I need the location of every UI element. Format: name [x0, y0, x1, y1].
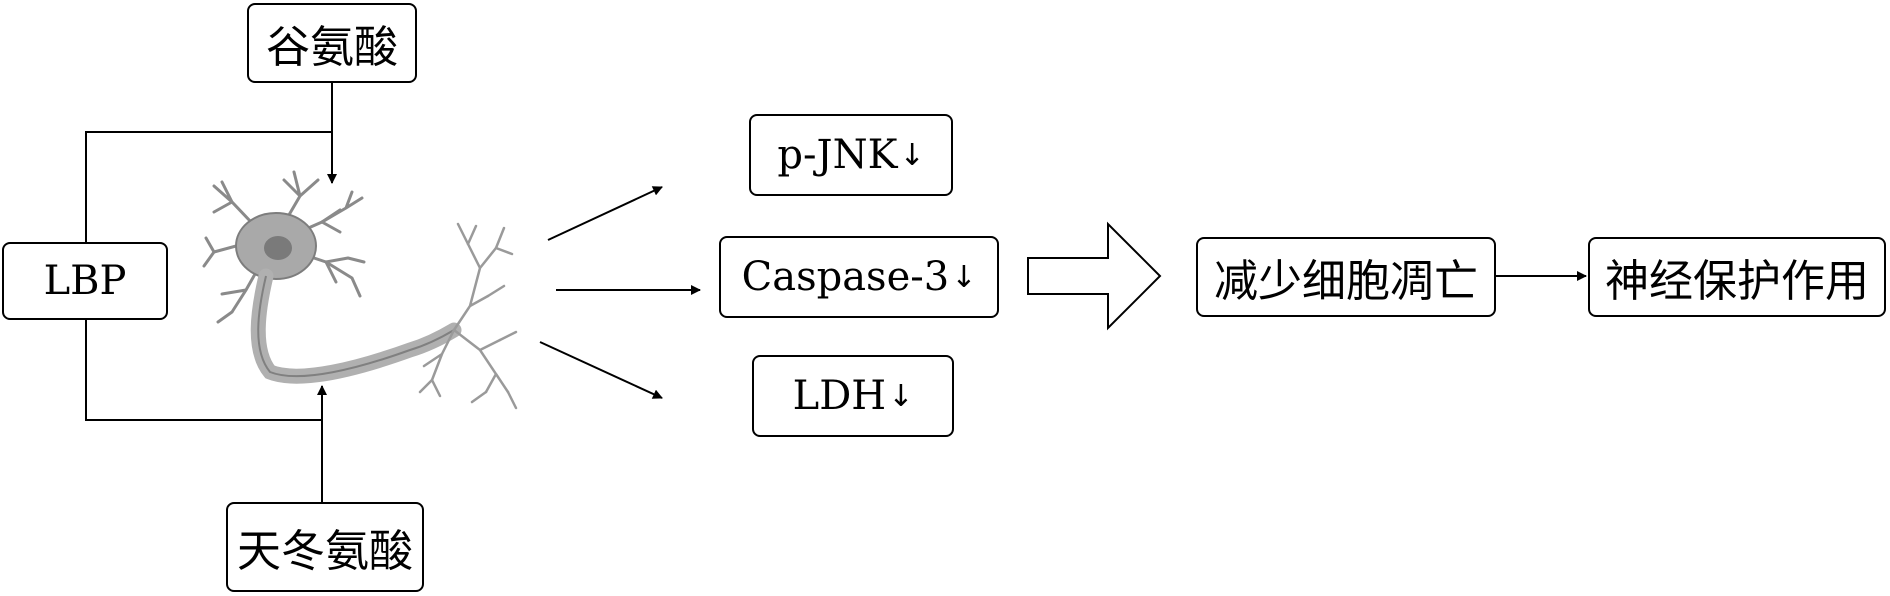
aspartate-box: 天冬氨酸 [226, 502, 424, 592]
pjnk-label: p-JNK [777, 132, 898, 178]
lbp-box: LBP [2, 242, 168, 320]
caspase3-box: Caspase-3↓ [719, 236, 999, 318]
neuroprotection-box: 神经保护作用 [1588, 237, 1886, 317]
ldh-label: LDH [792, 373, 887, 419]
glutamate-label: 谷氨酸 [266, 22, 398, 73]
block-arrow-right-icon [1027, 221, 1162, 331]
reduce-apoptosis-label: 减少细胞凋亡 [1214, 256, 1478, 307]
neuron-icon [202, 170, 518, 410]
glutamate-box: 谷氨酸 [247, 3, 417, 83]
marker-arrows [539, 186, 701, 399]
caspase3-label: Caspase-3 [741, 254, 950, 300]
pjnk-box: p-JNK↓ [749, 114, 953, 196]
lbp-label: LBP [43, 258, 127, 304]
aspartate-label: 天冬氨酸 [237, 526, 413, 577]
ldh-box: LDH↓ [752, 355, 954, 437]
down-arrow-icon: ↓ [899, 137, 925, 173]
down-arrow-icon: ↓ [888, 378, 914, 414]
neuroprotection-label: 神经保护作用 [1605, 256, 1869, 307]
lbp-connector-lines [85, 131, 332, 421]
reduce-apoptosis-box: 减少细胞凋亡 [1196, 237, 1496, 317]
down-arrow-icon: ↓ [951, 259, 977, 295]
